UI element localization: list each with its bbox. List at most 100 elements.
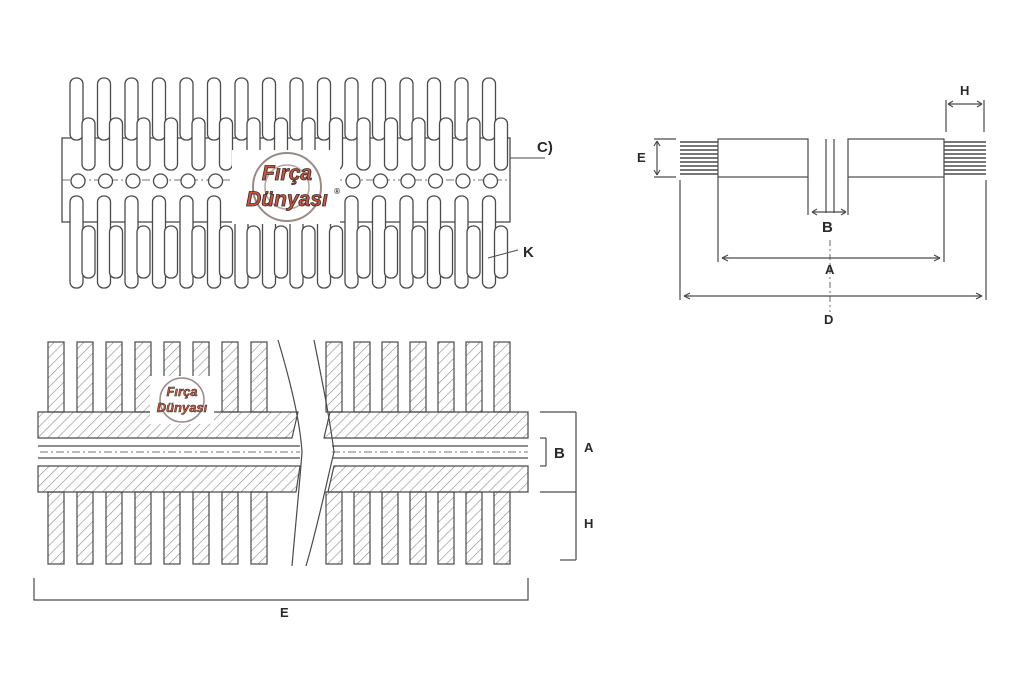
bristle-peg <box>356 117 371 171</box>
bristle-peg <box>371 195 387 289</box>
bristle-peg <box>234 77 249 141</box>
bristle-peg <box>108 117 124 171</box>
bristle-peg <box>273 225 289 279</box>
section-tooth <box>493 341 511 413</box>
bristle-peg <box>301 225 316 279</box>
brand-logo: Fırça Dünyası ® <box>232 150 340 224</box>
bristle-peg <box>81 117 96 171</box>
bristle-peg <box>493 117 509 171</box>
section-tooth <box>105 341 123 413</box>
bristle-peg <box>151 77 167 141</box>
bristle-peg <box>328 225 344 279</box>
section-tooth <box>134 341 152 413</box>
brand-small-line2: Dünyası <box>157 400 208 415</box>
bristle-peg <box>426 195 442 289</box>
bristle-peg <box>218 117 234 171</box>
section-tooth <box>409 491 427 565</box>
mount-hole <box>70 173 86 189</box>
section-tooth <box>134 491 152 565</box>
right-label-h: H <box>960 83 969 98</box>
bristle-peg <box>399 195 414 289</box>
section-tooth <box>250 341 268 413</box>
callout-c: C) <box>537 139 553 156</box>
bristle-peg <box>206 195 222 289</box>
section-label-a: A <box>584 440 594 455</box>
bristle-peg <box>69 77 84 141</box>
section-tooth <box>465 341 483 413</box>
brand-small-line1: Fırça <box>166 384 197 399</box>
mount-hole <box>152 173 169 189</box>
bristle-peg <box>466 225 481 279</box>
bristle-peg <box>218 225 234 279</box>
section-tooth <box>381 341 399 413</box>
bristle-peg <box>411 117 426 171</box>
section-tooth <box>76 341 94 413</box>
bristle-peg <box>466 117 481 171</box>
bristle-peg <box>96 195 112 289</box>
bristle-peg <box>108 225 124 279</box>
bristle-peg <box>481 195 497 289</box>
bristle-peg <box>454 77 469 141</box>
section-tooth <box>105 491 123 565</box>
section-tooth <box>353 491 371 565</box>
section-label-e: E <box>280 605 289 620</box>
section-tooth <box>47 491 65 565</box>
bristle-peg <box>191 117 206 171</box>
bristle-peg <box>136 225 151 279</box>
bristle-peg <box>163 225 179 279</box>
bristle-peg <box>69 195 84 289</box>
mount-hole <box>427 173 444 189</box>
callout-k: K <box>523 244 534 261</box>
bristle-peg <box>493 225 509 279</box>
bristle-peg <box>124 195 139 289</box>
bristle-peg <box>383 225 399 279</box>
bristle-peg <box>136 117 151 171</box>
bristle-peg <box>411 225 426 279</box>
mount-hole <box>455 173 471 189</box>
bristle-peg <box>316 77 332 141</box>
bristle-peg <box>206 77 222 141</box>
bristle-peg <box>151 195 167 289</box>
section-tooth <box>325 491 343 565</box>
section-tooth <box>437 341 455 413</box>
bristle-peg <box>383 117 399 171</box>
section-tooth <box>47 341 65 413</box>
section-label-b: B <box>554 445 565 462</box>
section-tooth <box>353 341 371 413</box>
brand-line1: Fırça <box>262 162 313 185</box>
section-tooth <box>76 491 94 565</box>
bristle-peg <box>261 77 277 141</box>
section-tooth <box>437 491 455 565</box>
section-tooth <box>192 491 210 565</box>
section-tooth <box>381 491 399 565</box>
bristle-peg <box>191 225 206 279</box>
mount-hole <box>400 173 416 189</box>
brand-logo-small: Fırça Dünyası <box>150 376 214 424</box>
right-label-e: E <box>637 150 646 165</box>
bristle-peg <box>124 77 139 141</box>
brand-mark: ® <box>334 187 340 196</box>
bristle-peg <box>344 195 359 289</box>
bristle-peg <box>81 225 96 279</box>
section-tooth <box>493 491 511 565</box>
bristle-peg <box>481 77 497 141</box>
bristle-peg <box>426 77 442 141</box>
mount-hole <box>207 173 224 189</box>
section-tooth <box>221 341 239 413</box>
bristle-peg <box>438 225 454 279</box>
section-tooth <box>325 341 343 413</box>
mount-hole <box>180 173 196 189</box>
bristle-peg <box>344 77 359 141</box>
bristle-peg <box>454 195 469 289</box>
section-tooth <box>409 341 427 413</box>
bristle-peg <box>438 117 454 171</box>
brush-section-view <box>33 339 577 601</box>
section-tooth <box>250 491 268 565</box>
bristle-peg <box>289 77 304 141</box>
brush-side-schematic <box>653 100 987 312</box>
mount-hole <box>97 173 114 189</box>
mount-hole <box>345 173 361 189</box>
bristle-peg <box>179 77 194 141</box>
right-label-a: A <box>825 262 835 277</box>
